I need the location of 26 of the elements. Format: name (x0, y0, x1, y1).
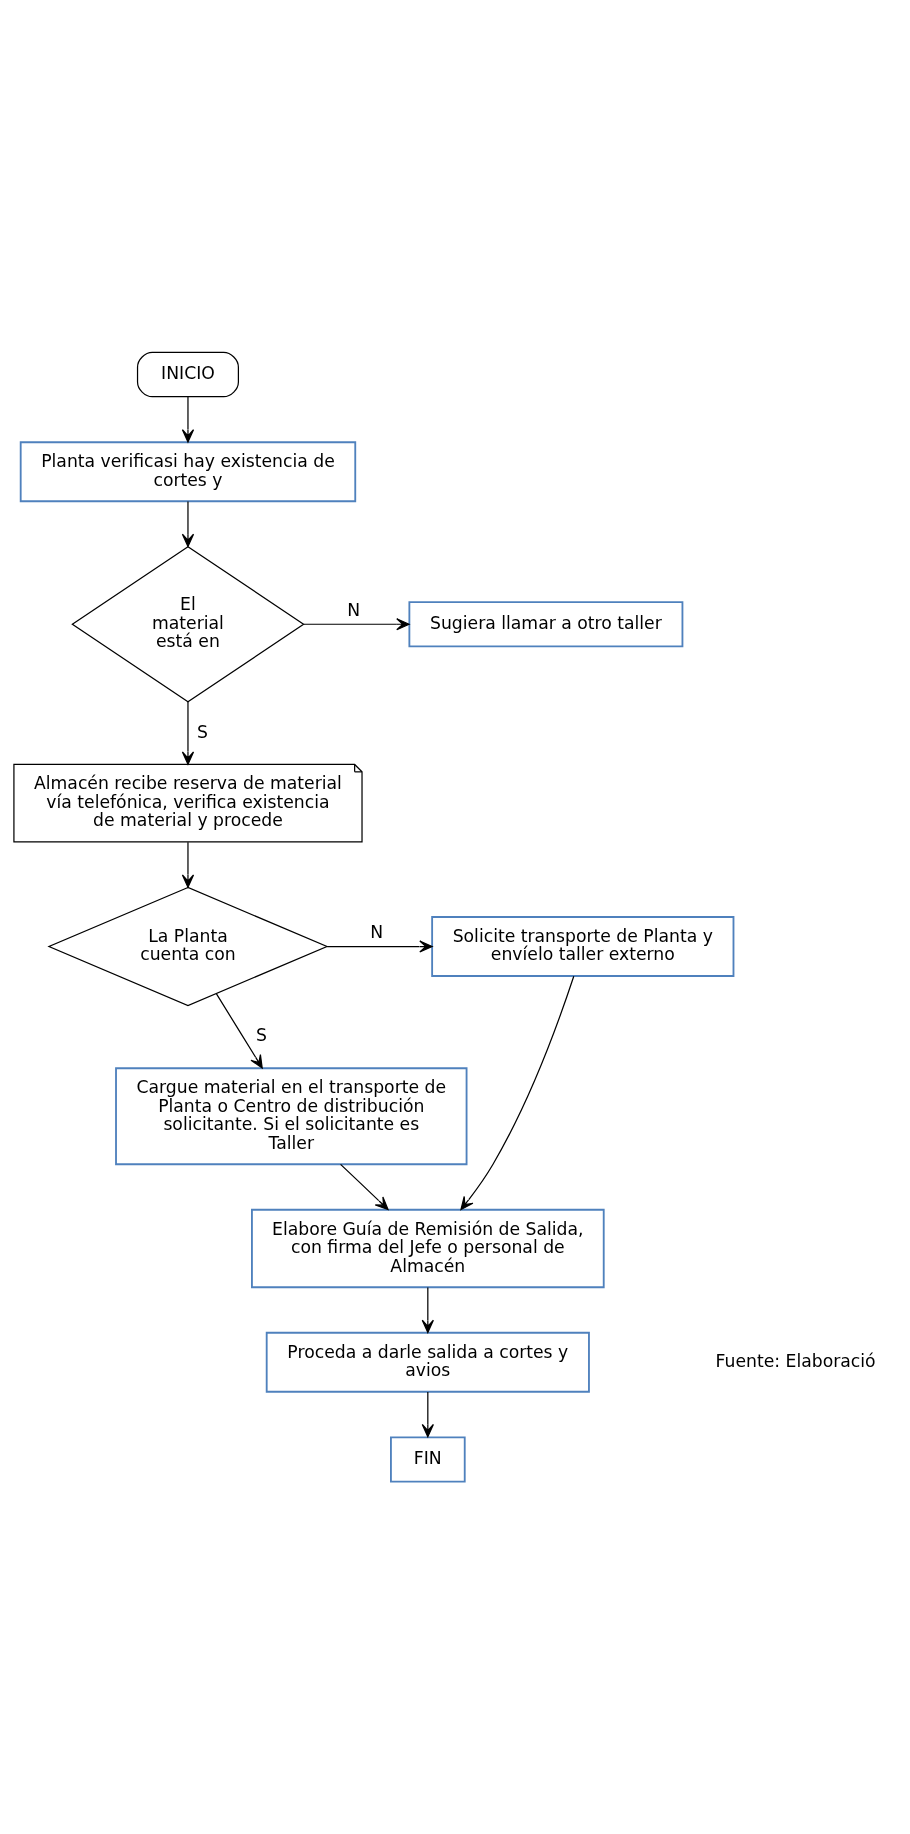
arrow (421, 1286, 434, 1334)
edge-label: N (346, 599, 360, 620)
node-box: Elabore Guía de Remisión de Salida, con firma del Jefe o personal de Almacén (250, 1208, 605, 1289)
edge-label: S (196, 721, 208, 742)
arrow (326, 940, 433, 953)
edge-label: N (369, 922, 383, 943)
node-box: Sugiera llamar a otro taller (407, 601, 683, 648)
node-box: Solicite transporte de Planta y envíelo taller externo (430, 916, 734, 977)
node-diamond: La Planta cuenta con (46, 886, 329, 1007)
node-box: INICIO (136, 351, 239, 398)
arrow (339, 1163, 389, 1211)
arrow (459, 975, 574, 1211)
node-box: Proceda a darle salida a cortes y avios (265, 1331, 590, 1393)
arrow (302, 618, 410, 631)
arrow (181, 396, 194, 443)
label: Fuente: Elaboració (715, 1350, 876, 1371)
node-box: Cargue material en el transporte de Planta o Centro de distribución solicitante. Si el solicitante es Taller (114, 1067, 467, 1166)
arrow (215, 993, 263, 1069)
node-box: Planta verificasi hay existencia de cortes y (19, 441, 356, 503)
arrow (421, 1391, 434, 1438)
arrow (181, 500, 194, 548)
arrow (181, 701, 194, 765)
edge-label: S (255, 1025, 267, 1046)
node-box: FIN (389, 1436, 466, 1483)
node-diamond: El material está en (70, 546, 305, 703)
arrow (181, 841, 194, 888)
